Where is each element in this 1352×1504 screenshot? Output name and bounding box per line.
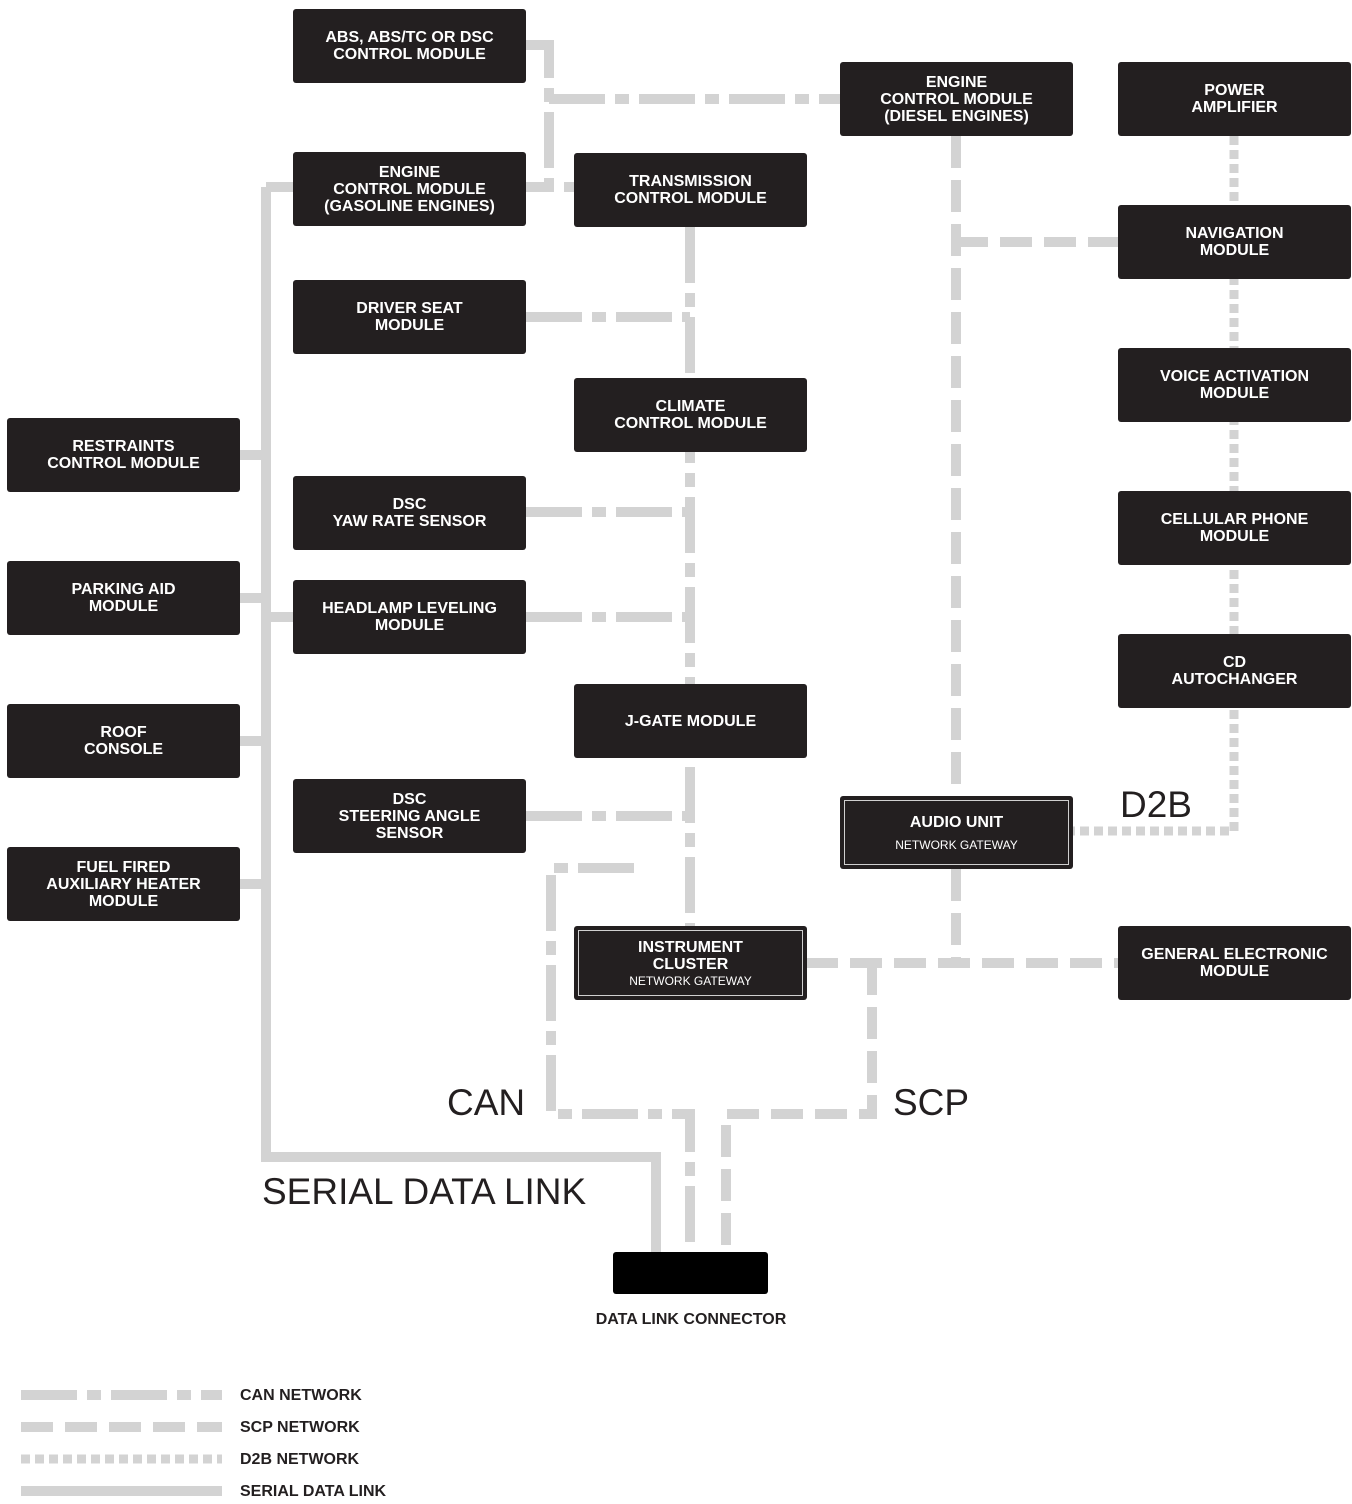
abs-control-module-label: ABS, ABS/TC OR DSC CONTROL MODULE <box>325 29 494 63</box>
parking-aid-module-label: PARKING AID MODULE <box>71 581 176 615</box>
fuel-fired-auxiliary-heater-module: FUEL FIRED AUXILIARY HEATER MODULE <box>7 847 240 921</box>
serial-data-link-wires <box>240 182 661 1253</box>
cd-autochanger: CD AUTOCHANGER <box>1118 634 1351 708</box>
roof-console-label: ROOF CONSOLE <box>83 724 164 758</box>
audio-unit-gateway-label: NETWORK GATEWAY <box>895 837 1018 852</box>
legend-can-label: CAN NETWORK <box>240 1387 362 1404</box>
fuel-fired-auxiliary-heater-module-label: FUEL FIRED AUXILIARY HEATER MODULE <box>46 858 201 910</box>
restraints-control-module: RESTRAINTS CONTROL MODULE <box>7 418 240 492</box>
instrument-cluster-gateway-label: NETWORK GATEWAY <box>629 973 752 988</box>
headlamp-leveling-module: HEADLAMP LEVELING MODULE <box>293 580 526 654</box>
instrument-cluster-label: INSTRUMENT CLUSTER <box>638 938 743 973</box>
engine-control-module-gasoline-label: ENGINE CONTROL MODULE (GASOLINE ENGINES) <box>324 163 495 215</box>
cellular-phone-module: CELLULAR PHONE MODULE <box>1118 491 1351 565</box>
voice-activation-module-label: VOICE ACTIVATION MODULE <box>1159 368 1310 402</box>
climate-control-module-label: CLIMATE CONTROL MODULE <box>614 398 767 432</box>
cellular-phone-module-label: CELLULAR PHONE MODULE <box>1160 511 1309 545</box>
navigation-module: NAVIGATION MODULE <box>1118 205 1351 279</box>
instrument-cluster-frame: INSTRUMENT CLUSTER NETWORK GATEWAY <box>578 930 803 996</box>
abs-control-module: ABS, ABS/TC OR DSC CONTROL MODULE <box>293 9 526 83</box>
dsc-yaw-rate-sensor: DSC YAW RATE SENSOR <box>293 476 526 550</box>
headlamp-leveling-module-label: HEADLAMP LEVELING MODULE <box>322 600 497 634</box>
navigation-module-label: NAVIGATION MODULE <box>1185 225 1284 259</box>
general-electronic-module-label: GENERAL ELECTRONIC MODULE <box>1141 946 1328 980</box>
engine-control-module-diesel-label: ENGINE CONTROL MODULE (DIESEL ENGINES) <box>880 73 1033 125</box>
cd-autochanger-label: CD AUTOCHANGER <box>1171 654 1298 688</box>
scp-network-wires <box>721 136 1118 1253</box>
climate-control-module: CLIMATE CONTROL MODULE <box>574 378 807 452</box>
scp-network-label: SCP <box>893 1082 970 1123</box>
engine-control-module-gasoline: ENGINE CONTROL MODULE (GASOLINE ENGINES) <box>293 152 526 226</box>
data-link-connector-label: DATA LINK CONNECTOR <box>595 1311 787 1328</box>
audio-unit-frame: AUDIO UNIT NETWORK GATEWAY <box>844 800 1069 865</box>
restraints-control-module-label: RESTRAINTS CONTROL MODULE <box>47 438 200 472</box>
voice-activation-module: VOICE ACTIVATION MODULE <box>1118 348 1351 422</box>
driver-seat-module-label: DRIVER SEAT MODULE <box>356 300 463 334</box>
driver-seat-module: DRIVER SEAT MODULE <box>293 280 526 354</box>
j-gate-module: J-GATE MODULE <box>574 684 807 758</box>
power-amplifier: POWER AMPLIFIER <box>1118 62 1351 136</box>
j-gate-module-label: J-GATE MODULE <box>624 712 757 730</box>
audio-unit: AUDIO UNIT NETWORK GATEWAY <box>840 796 1073 869</box>
parking-aid-module: PARKING AID MODULE <box>7 561 240 635</box>
transmission-control-module: TRANSMISSION CONTROL MODULE <box>574 153 807 227</box>
dsc-steering-angle-sensor-label: DSC STEERING ANGLE SENSOR <box>338 790 481 842</box>
can-network-label: CAN <box>447 1082 526 1123</box>
roof-console: ROOF CONSOLE <box>7 704 240 778</box>
serial-data-link-label: SERIAL DATA LINK <box>262 1171 587 1212</box>
general-electronic-module: GENERAL ELECTRONIC MODULE <box>1118 926 1351 1000</box>
can-network-wires <box>526 40 840 1253</box>
data-link-connector <box>613 1252 768 1294</box>
legend-scp-label: SCP NETWORK <box>240 1419 360 1436</box>
engine-control-module-diesel: ENGINE CONTROL MODULE (DIESEL ENGINES) <box>840 62 1073 136</box>
legend-d2b-label: D2B NETWORK <box>240 1451 360 1468</box>
legend-serial-label: SERIAL DATA LINK <box>240 1483 387 1500</box>
d2b-network-label: D2B <box>1120 784 1192 825</box>
dsc-yaw-rate-sensor-label: DSC YAW RATE SENSOR <box>332 496 487 530</box>
dsc-steering-angle-sensor: DSC STEERING ANGLE SENSOR <box>293 779 526 853</box>
power-amplifier-label: POWER AMPLIFIER <box>1191 82 1278 116</box>
audio-unit-label: AUDIO UNIT <box>909 813 1004 831</box>
instrument-cluster: INSTRUMENT CLUSTER NETWORK GATEWAY <box>574 926 807 1000</box>
transmission-control-module-label: TRANSMISSION CONTROL MODULE <box>614 173 767 207</box>
legend-line-samples <box>21 1390 222 1496</box>
